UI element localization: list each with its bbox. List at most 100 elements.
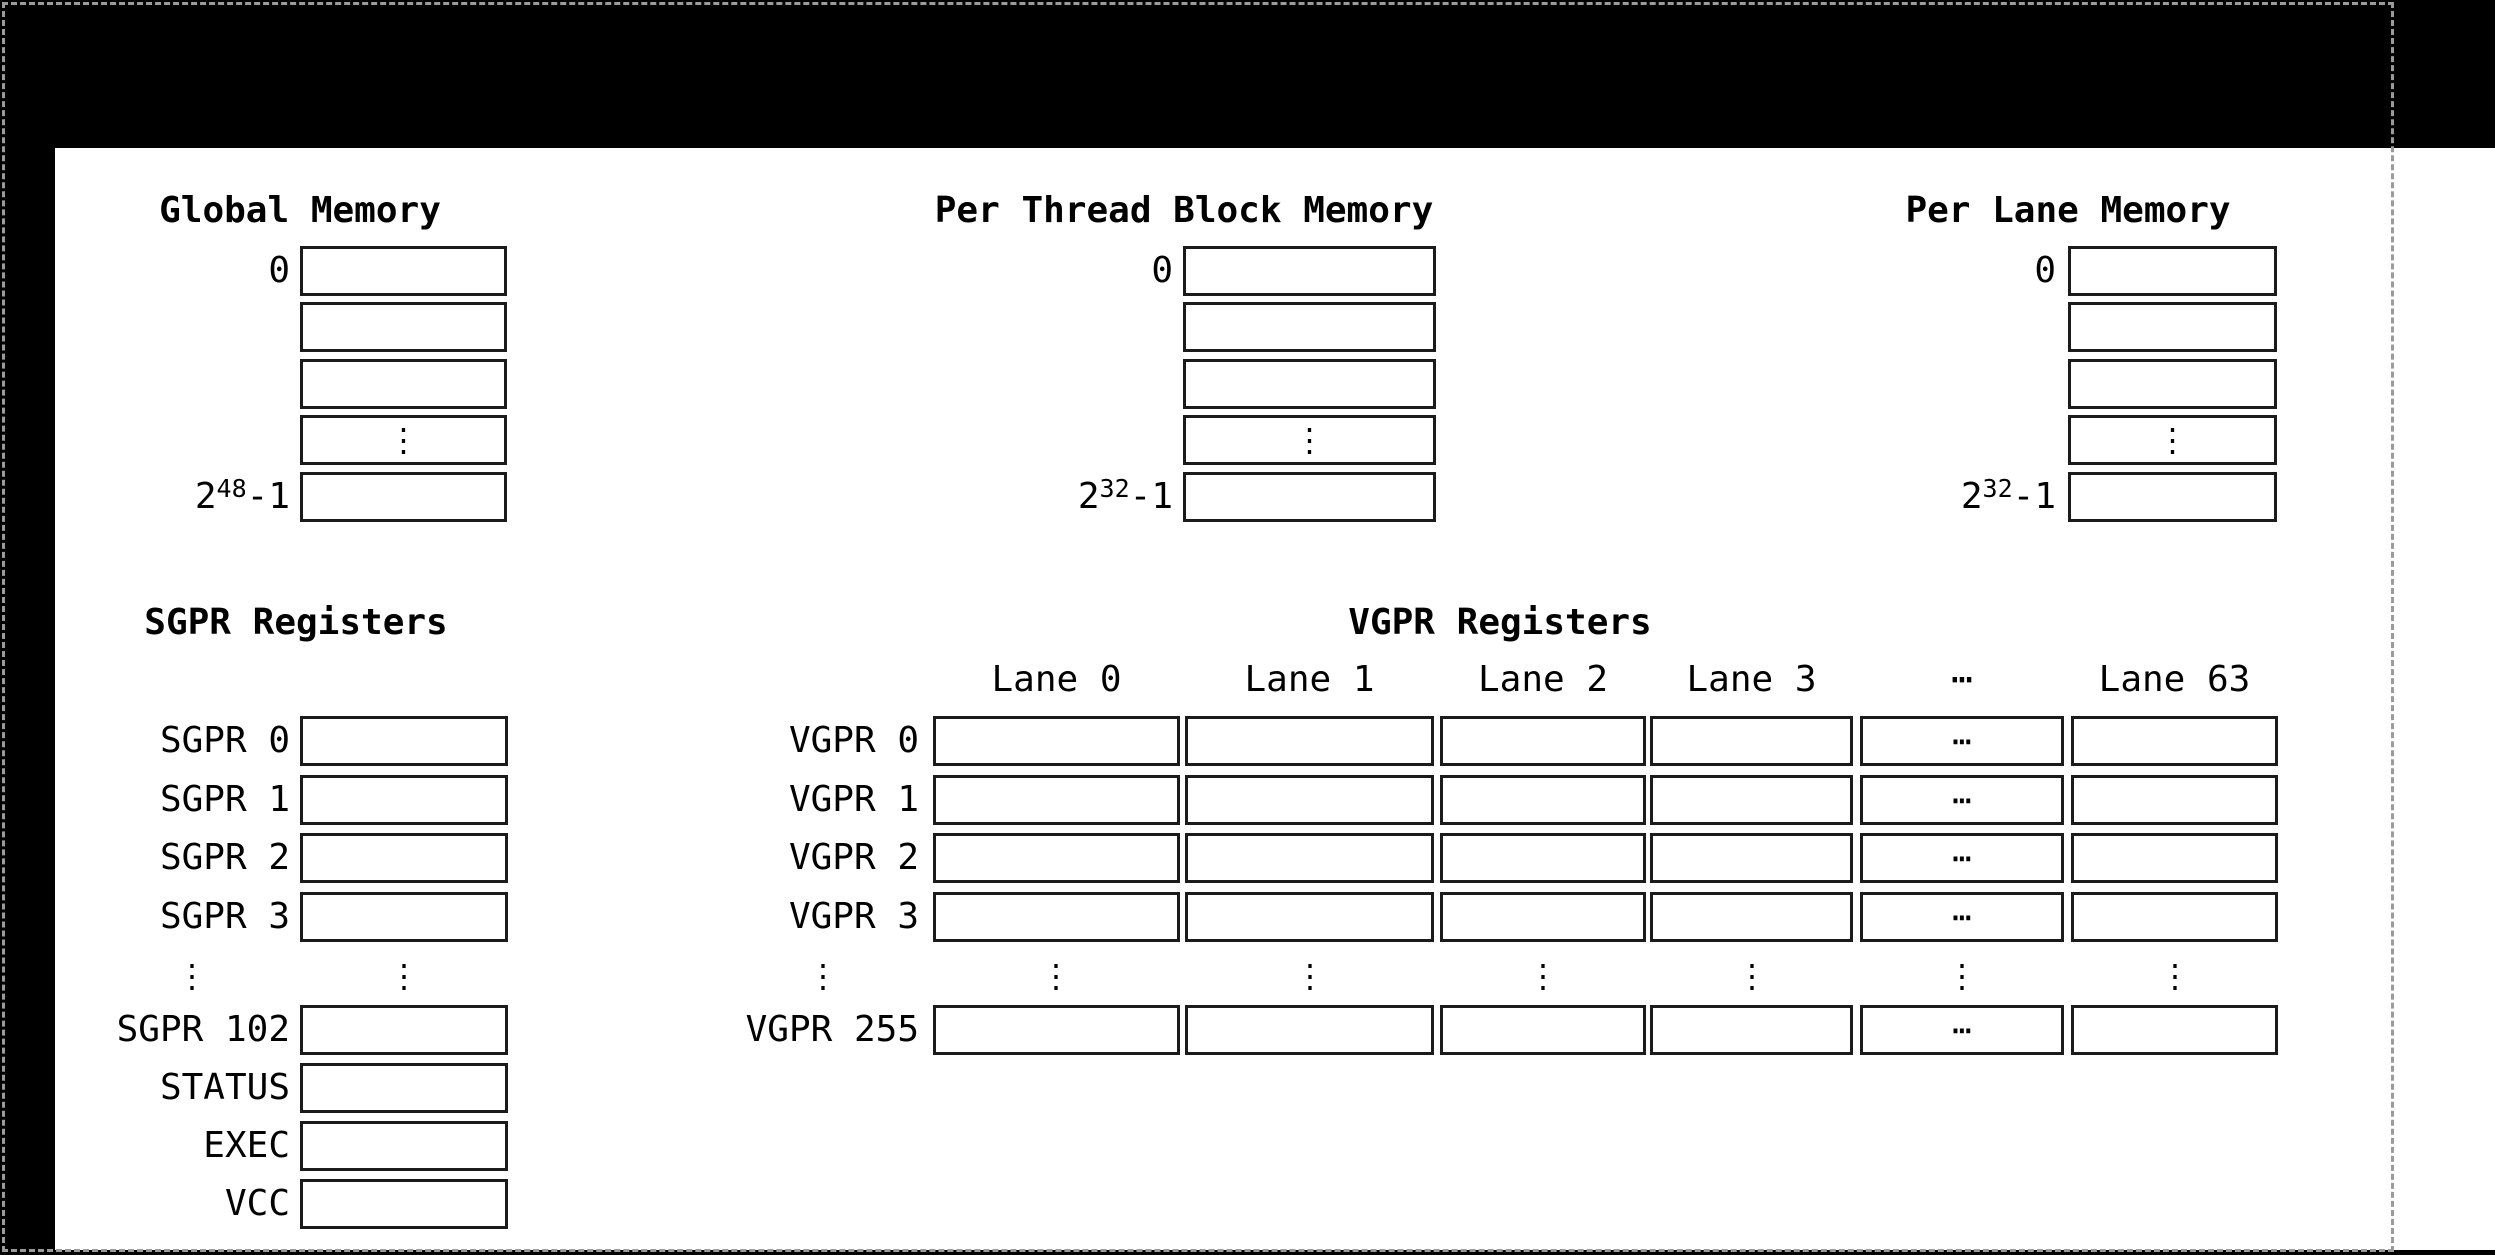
sgpr-row-label: SGPR 0: [159, 720, 290, 761]
vgpr-column-ellipsis: ⋮: [1040, 957, 1072, 995]
register-cell: [1650, 892, 1853, 942]
memory-cell: [1183, 472, 1436, 522]
memory-cell-ellipsis: ⋮: [2068, 415, 2277, 465]
sgpr-row-label: STATUS: [159, 1067, 290, 1108]
memory-cell: [1183, 302, 1436, 352]
register-cell: [1440, 833, 1646, 883]
thread-block-memory-title: Per Thread Block Memory: [934, 190, 1434, 231]
register-cell: [1185, 833, 1434, 883]
register-cell: [1440, 775, 1646, 825]
register-cell: [1185, 892, 1434, 942]
addr-max-base: 2: [194, 476, 217, 517]
addr-max-base: 2: [1960, 476, 1983, 517]
register-cell: [2071, 716, 2278, 766]
addr-max-base: 2: [1077, 476, 1100, 517]
memory-cell: [1183, 359, 1436, 409]
vgpr-column-ellipsis: ⋮: [1294, 957, 1326, 995]
memory-cell-ellipsis: ⋮: [1183, 415, 1436, 465]
lane-header: Lane 63: [2098, 659, 2251, 700]
memory-cell: [300, 472, 507, 522]
register-cell: [933, 1005, 1180, 1055]
sgpr-cells-ellipsis: ⋮: [388, 957, 420, 995]
thread-block-memory-addr-max-label: 232-1: [915, 472, 1173, 522]
vgpr-column-ellipsis: ⋮: [1527, 957, 1559, 995]
vgpr-row-label: VGPR 2: [788, 837, 919, 878]
thread-block-memory-addr-min-label: 0: [1151, 250, 1173, 291]
addr-max-exponent: 32: [1099, 474, 1130, 503]
register-cell: [2071, 775, 2278, 825]
sgpr-row-label: SGPR 102: [116, 1009, 290, 1050]
register-cell: [1440, 716, 1646, 766]
register-cell: [2071, 1005, 2278, 1055]
addr-max-tail: -1: [246, 476, 290, 517]
vgpr-registers-title: VGPR Registers: [1348, 602, 1652, 643]
addr-max-exponent: 48: [216, 474, 247, 503]
sgpr-registers-title: SGPR Registers: [144, 602, 448, 643]
sgpr-row-label: SGPR 3: [159, 896, 290, 937]
register-cell-ellipsis: ⋯: [1860, 716, 2064, 766]
memory-cell: [2068, 302, 2277, 352]
vgpr-label-ellipsis: ⋮: [807, 957, 839, 995]
memory-cell: [1183, 246, 1436, 296]
vgpr-row-label: VGPR 255: [745, 1009, 919, 1050]
register-cell: [300, 1179, 508, 1229]
sgpr-row-label: SGPR 1: [159, 779, 290, 820]
register-cell: [300, 775, 508, 825]
register-cell: [300, 1005, 508, 1055]
register-cell-ellipsis: ⋯: [1860, 833, 2064, 883]
register-cell: [300, 1063, 508, 1113]
addr-max-tail: -1: [1129, 476, 1173, 517]
register-cell: [1650, 1005, 1853, 1055]
vgpr-column-ellipsis: ⋮: [1736, 957, 1768, 995]
lane-memory-addr-min-label: 0: [2034, 250, 2056, 291]
global-memory-addr-max-label: 248-1: [32, 472, 290, 522]
lane-header-ellipsis: ⋯: [1951, 659, 1973, 700]
vgpr-column-ellipsis: ⋮: [2159, 957, 2191, 995]
lane-header: Lane 2: [1477, 659, 1609, 700]
memory-cell: [2068, 359, 2277, 409]
register-cell: [933, 775, 1180, 825]
register-cell: [2071, 833, 2278, 883]
register-cell: [1440, 1005, 1646, 1055]
memory-cell: [300, 359, 507, 409]
register-cell-ellipsis: ⋯: [1860, 1005, 2064, 1055]
vgpr-column-ellipsis: ⋮: [1946, 957, 1978, 995]
register-cell: [933, 892, 1180, 942]
lane-memory-title: Per Lane Memory: [1905, 190, 2231, 231]
vgpr-row-label: VGPR 1: [788, 779, 919, 820]
global-memory-addr-min-label: 0: [268, 250, 290, 291]
sgpr-row-label: VCC: [224, 1183, 290, 1224]
memory-cell: [300, 246, 507, 296]
register-cell: [1185, 716, 1434, 766]
register-cell: [2071, 892, 2278, 942]
register-cell: [933, 833, 1180, 883]
global-memory-title: Global Memory: [159, 190, 441, 231]
register-cell-ellipsis: ⋯: [1860, 892, 2064, 942]
register-cell: [300, 892, 508, 942]
memory-cell: [300, 302, 507, 352]
lane-header: Lane 1: [1244, 659, 1375, 700]
addr-max-exponent: 32: [1982, 474, 2013, 503]
register-cell: [1650, 775, 1853, 825]
register-cell: [300, 1121, 508, 1171]
addr-max-tail: -1: [2012, 476, 2056, 517]
sgpr-row-label: SGPR 2: [159, 837, 290, 878]
lane-memory-addr-max-label: 232-1: [1798, 472, 2056, 522]
register-cell: [1440, 892, 1646, 942]
register-cell: [1185, 775, 1434, 825]
register-cell: [1650, 833, 1853, 883]
vgpr-row-label: VGPR 0: [788, 720, 919, 761]
memory-cell: [2068, 246, 2277, 296]
lane-header: Lane 3: [1686, 659, 1817, 700]
vgpr-row-label: VGPR 3: [788, 896, 919, 937]
sgpr-row-label: EXEC: [203, 1125, 290, 1166]
register-cell: [300, 716, 508, 766]
memory-cell-ellipsis: ⋮: [300, 415, 507, 465]
register-cell: [933, 716, 1180, 766]
register-cell: [300, 833, 508, 883]
sgpr-label-ellipsis: ⋮: [176, 957, 208, 995]
lane-header: Lane 0: [991, 659, 1122, 700]
register-cell: [1185, 1005, 1434, 1055]
register-cell: [1650, 716, 1853, 766]
